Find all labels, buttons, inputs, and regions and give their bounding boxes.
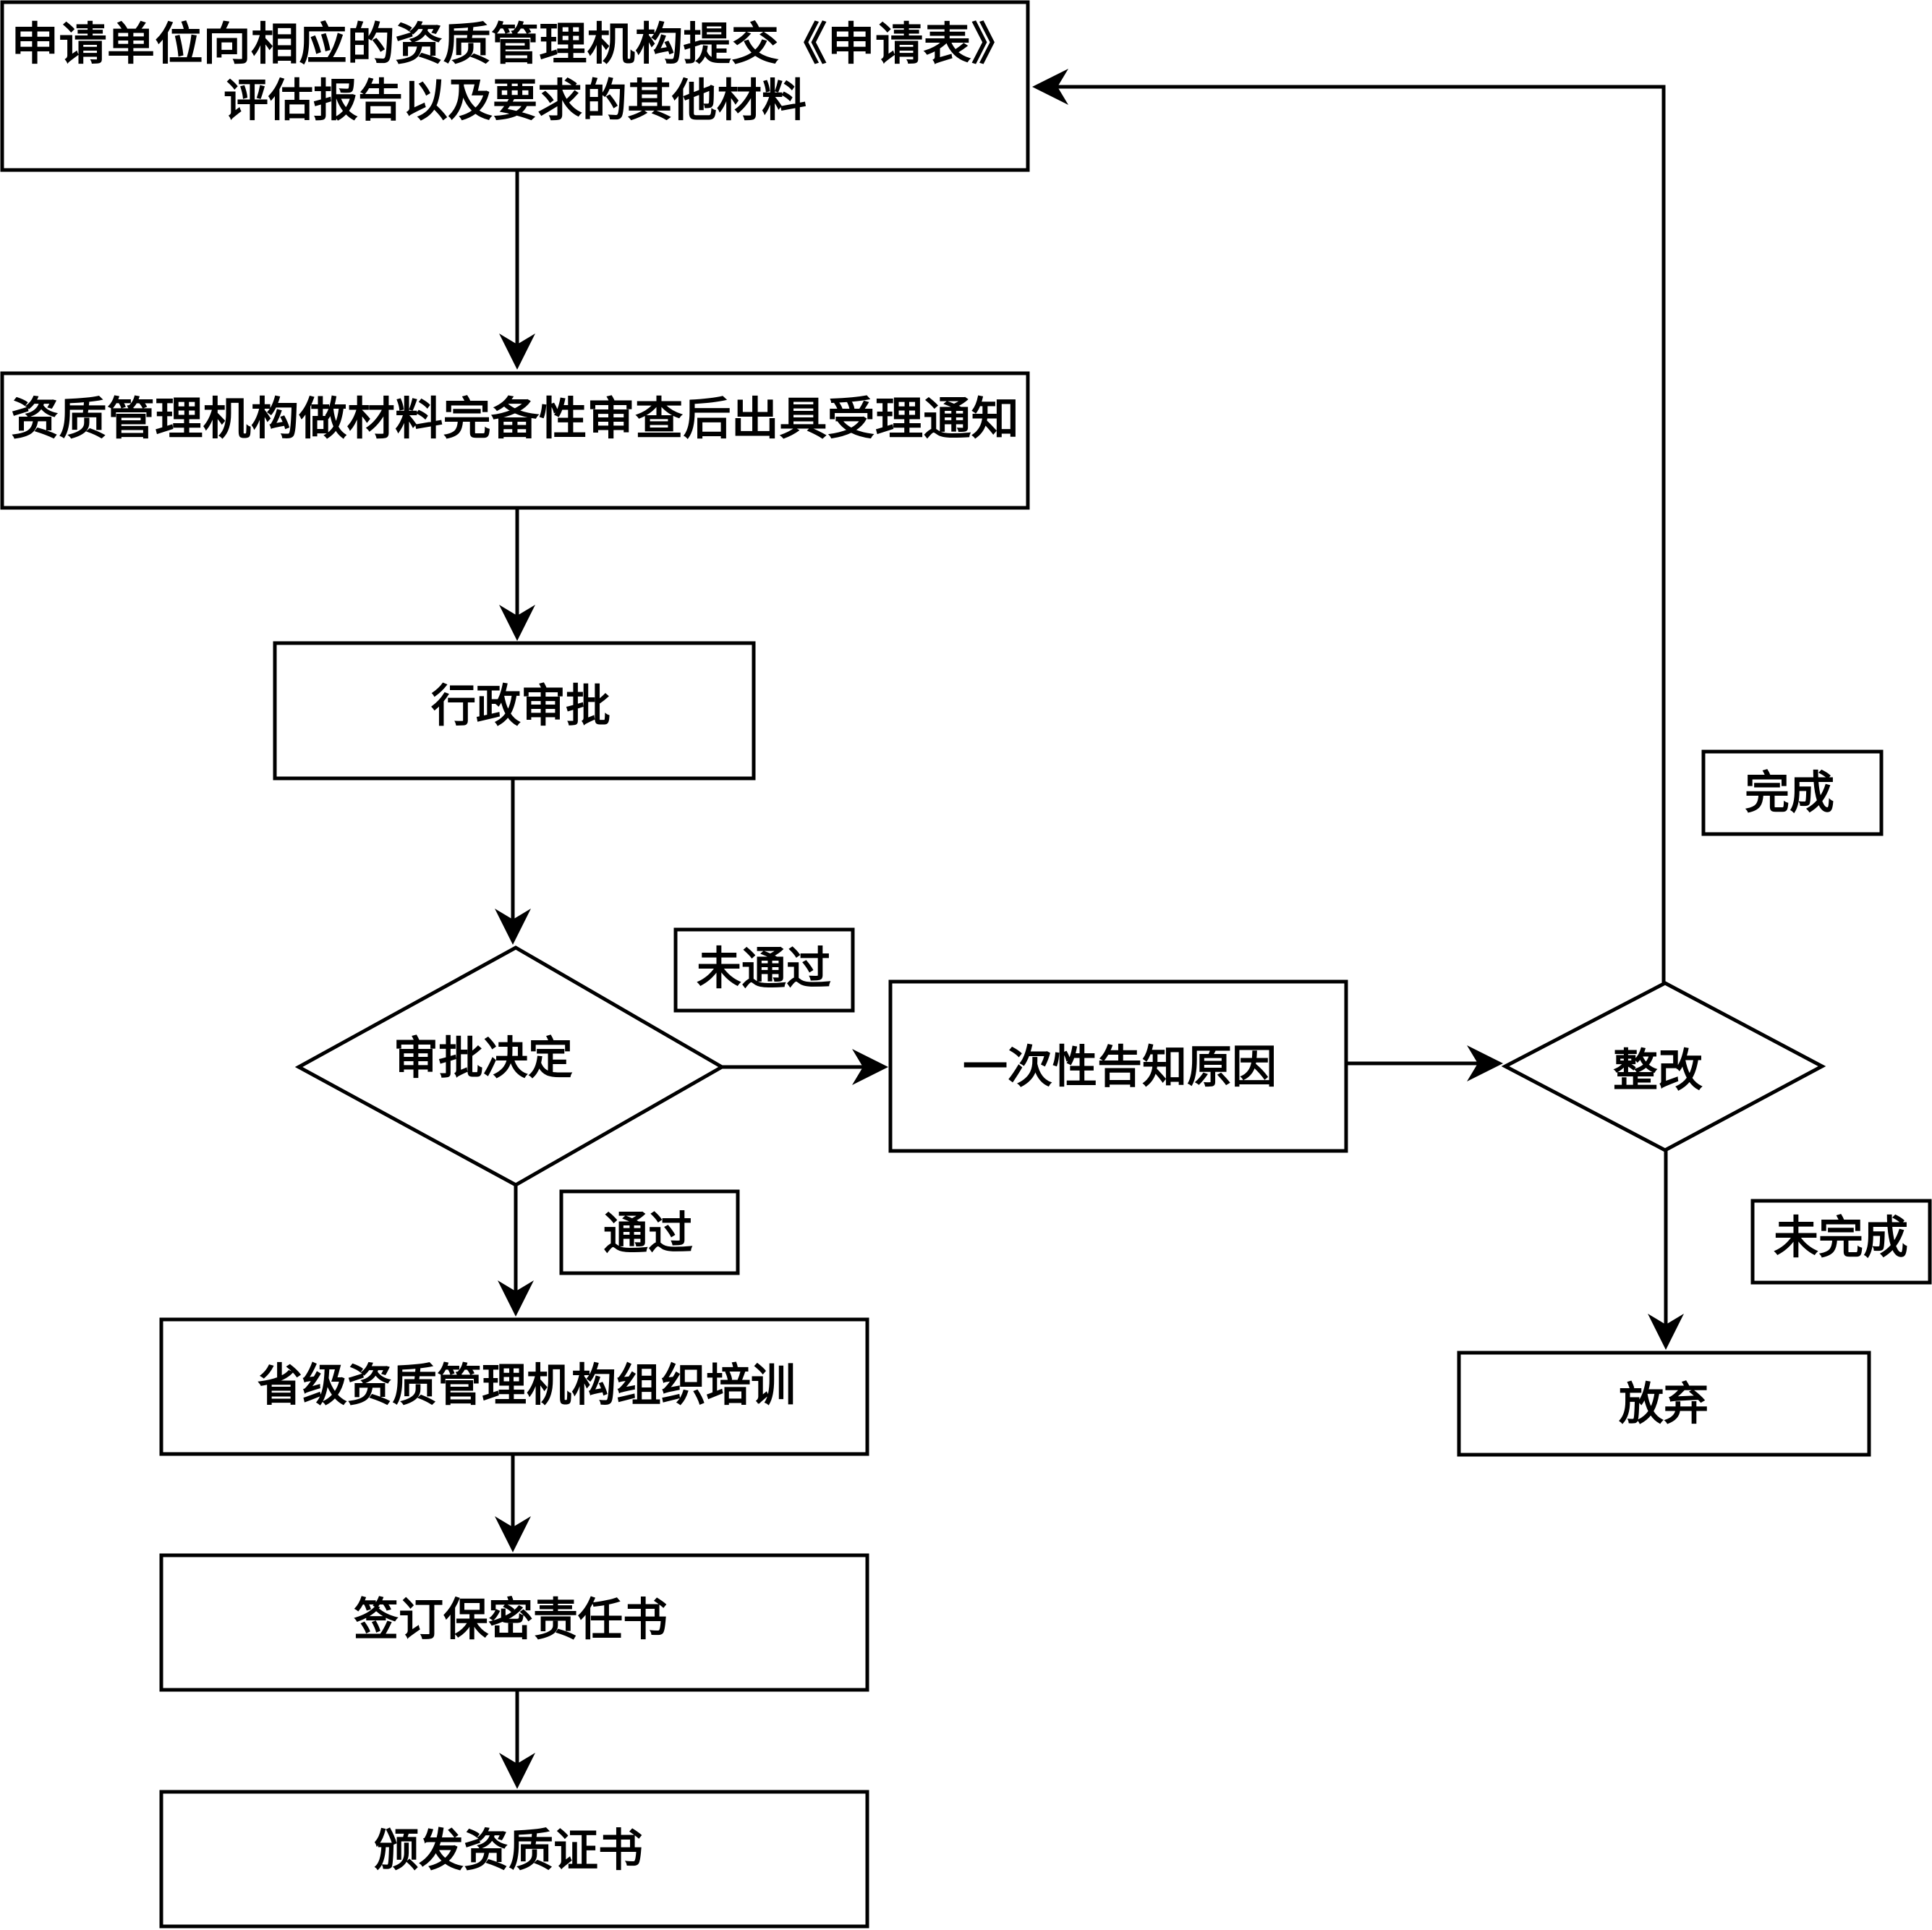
node-notify-reasons: 一次性告知原因 [888, 979, 1348, 1153]
node-training-label: 省级资质管理机构组织培训 [258, 1359, 796, 1411]
edge-label-not-done: 未完成 [1750, 1199, 1932, 1285]
node-completeness-review: 资质管理机构做材料完备性审查后出具受理通知 [0, 371, 1030, 510]
node-approval-label: 行政审批 [431, 679, 610, 732]
node-decision-label: 审批决定 [393, 1032, 573, 1084]
node-abandon-label: 放弃 [1619, 1377, 1708, 1430]
node-administrative-approval: 行政审批 [273, 641, 756, 781]
node-review-label: 资质管理机构做材料完备性审查后出具受理通知 [11, 392, 1019, 445]
arrow-rectify-to-submit [1032, 69, 1666, 983]
edge-label-fail: 未通过 [673, 927, 855, 1013]
edge-label-pass-text: 通过 [603, 1207, 693, 1259]
node-notify-label: 一次性告知原因 [963, 1040, 1277, 1093]
node-rectify-label: 整改 [1613, 1044, 1703, 1097]
node-submit-line2: 评估报告以及要求的其他材料 [224, 74, 807, 127]
node-submit-application: 申请单位向相应的资质管理机构提交《申请表》 评估报告以及要求的其他材料 [0, 0, 1030, 172]
node-issue-label: 颁发资质证书 [374, 1824, 643, 1876]
edge-label-done-text: 完成 [1745, 766, 1834, 819]
node-rectification: 整改 [1501, 981, 1826, 1152]
node-approval-decision: 审批决定 [294, 945, 726, 1187]
edge-label-done: 完成 [1701, 749, 1884, 836]
edge-label-not-done-text: 未完成 [1774, 1211, 1908, 1264]
node-abandon: 放弃 [1457, 1351, 1871, 1457]
node-submit-line1: 申请单位向相应的资质管理机构提交《申请表》 [11, 17, 1019, 70]
node-issue-certificate: 颁发资质证书 [159, 1790, 869, 1929]
node-sign-confidentiality: 签订保密责任书 [159, 1553, 869, 1692]
node-sign-label: 签订保密责任书 [354, 1593, 668, 1646]
edge-label-fail-text: 未通过 [697, 942, 831, 995]
edge-label-pass: 通过 [559, 1189, 740, 1275]
node-provincial-training: 省级资质管理机构组织培训 [159, 1317, 869, 1456]
